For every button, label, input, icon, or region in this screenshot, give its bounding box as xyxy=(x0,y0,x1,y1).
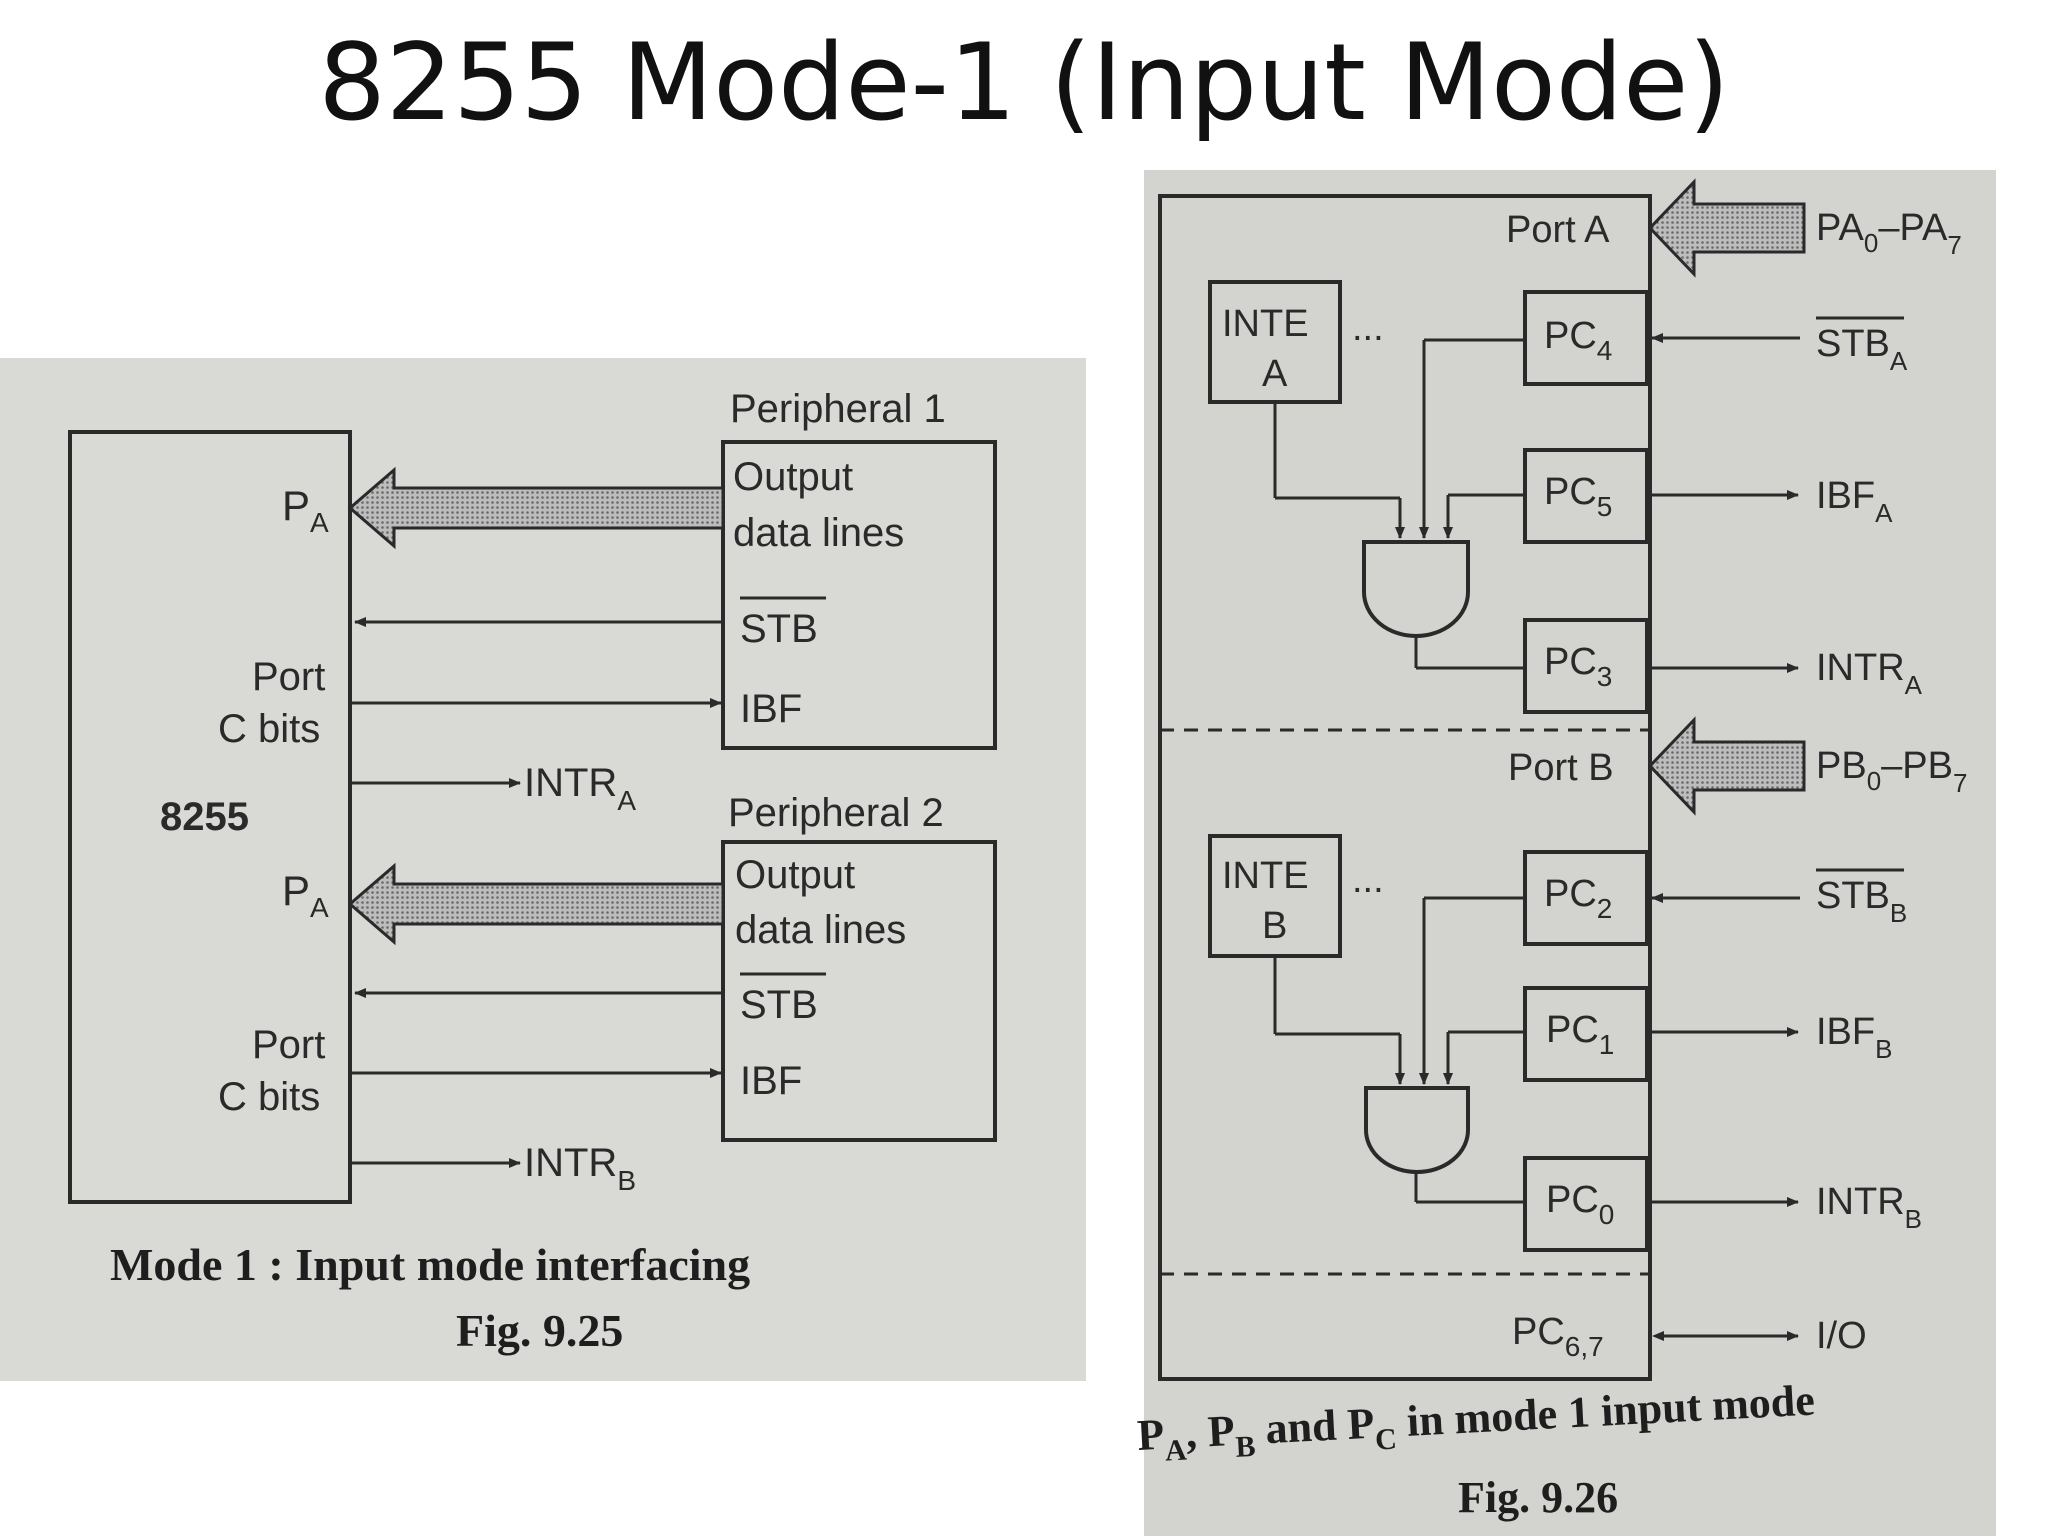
p2-data-bus-arrow xyxy=(347,862,725,946)
ibf-a-label: IBFA xyxy=(1816,475,1893,528)
port-b-bus-arrow xyxy=(1647,716,1806,816)
p1-pa-label: PA xyxy=(282,482,329,538)
pc4-label: PC4 xyxy=(1544,315,1612,366)
inte-b-dots: ... xyxy=(1352,859,1384,901)
fig-9-25-caption-title: Mode 1 : Input mode interfacing xyxy=(110,1239,750,1290)
chip-8255-box xyxy=(68,430,352,1204)
chip-8255-label: 8255 xyxy=(160,795,249,839)
pc5-label: PC5 xyxy=(1544,471,1612,522)
p1-output-label: Output xyxy=(733,455,853,499)
io-label: I/O xyxy=(1816,1315,1867,1357)
fig-9-26-caption-title: PA, PB and PC in mode 1 input mode xyxy=(1136,1376,1816,1469)
slide-title: 8255 Mode-1 (Input Mode) xyxy=(318,21,1730,144)
pc1-label: PC1 xyxy=(1546,1009,1614,1060)
p2-data-lines-label: data lines xyxy=(735,908,906,952)
chip-outline xyxy=(1158,194,1652,1381)
pc67-label: PC6,7 xyxy=(1512,1311,1604,1362)
p1-stb-label: STB xyxy=(740,607,818,651)
p2-pa-label: PA xyxy=(282,867,329,923)
p2-stb-label: STB xyxy=(740,983,818,1027)
pa0-pa7-label: PA0–PA7 xyxy=(1816,207,1962,260)
p2-output-label: Output xyxy=(735,853,855,897)
p2-port-label: Port xyxy=(252,1023,325,1067)
pc2-label: PC2 xyxy=(1544,873,1612,924)
stb-a-label: STBA xyxy=(1816,323,1908,376)
peripheral-1-label: Peripheral 1 xyxy=(730,387,946,431)
and-gate-b xyxy=(1364,1086,1470,1174)
figure-9-25: 8255 Peripheral 1 Output data lines STB … xyxy=(68,387,997,1356)
inte-b-sub: B xyxy=(1262,905,1287,947)
port-a-bus-arrow xyxy=(1647,178,1806,278)
pc3-label: PC3 xyxy=(1544,641,1612,692)
pc1-box xyxy=(1523,986,1649,1082)
ibf-b-label: IBFB xyxy=(1816,1011,1892,1064)
pc0-label: PC0 xyxy=(1546,1179,1614,1230)
stb-b-label: STBB xyxy=(1816,875,1907,928)
fig-9-25-caption-number: Fig. 9.25 xyxy=(456,1305,623,1356)
intr-b-label-right: INTRB xyxy=(1816,1181,1922,1234)
inte-a-dots: ... xyxy=(1352,307,1384,349)
pc4-box xyxy=(1523,290,1649,386)
pc3-box xyxy=(1523,618,1649,714)
p2-cbits-label: C bits xyxy=(218,1075,320,1119)
io-line-left-arrowhead xyxy=(1652,1331,1664,1341)
inte-a-sub: A xyxy=(1262,353,1288,395)
inte-b-label: INTE xyxy=(1222,855,1309,897)
port-b-label: Port B xyxy=(1508,747,1614,789)
port-a-label: Port A xyxy=(1506,209,1610,251)
inte-a-label: INTE xyxy=(1222,303,1309,345)
fig-9-26-caption-number: Fig. 9.26 xyxy=(1458,1473,1618,1522)
pb0-pb7-label: PB0–PB7 xyxy=(1816,745,1967,798)
p2-ibf-label: IBF xyxy=(740,1059,802,1103)
intr-a-label: INTRA xyxy=(524,761,636,816)
intr-a-label-right: INTRA xyxy=(1816,647,1923,700)
peripheral-2-box xyxy=(721,840,997,1142)
intr-b-label: INTRB xyxy=(524,1141,636,1196)
p1-data-lines-label: data lines xyxy=(733,511,904,555)
and-gate-a xyxy=(1362,540,1470,638)
figure-9-26: Port A PA0–PA7 INTE A ... PC4 STBA PC5 I… xyxy=(1136,178,1967,1522)
peripheral-2-label: Peripheral 2 xyxy=(728,791,944,835)
pc0-box xyxy=(1523,1156,1649,1252)
peripheral-1-box xyxy=(721,440,997,750)
p1-ibf-label: IBF xyxy=(740,687,802,731)
p1-cbits-label: C bits xyxy=(218,707,320,751)
p1-data-bus-arrow xyxy=(347,466,725,550)
p1-port-label: Port xyxy=(252,655,325,699)
